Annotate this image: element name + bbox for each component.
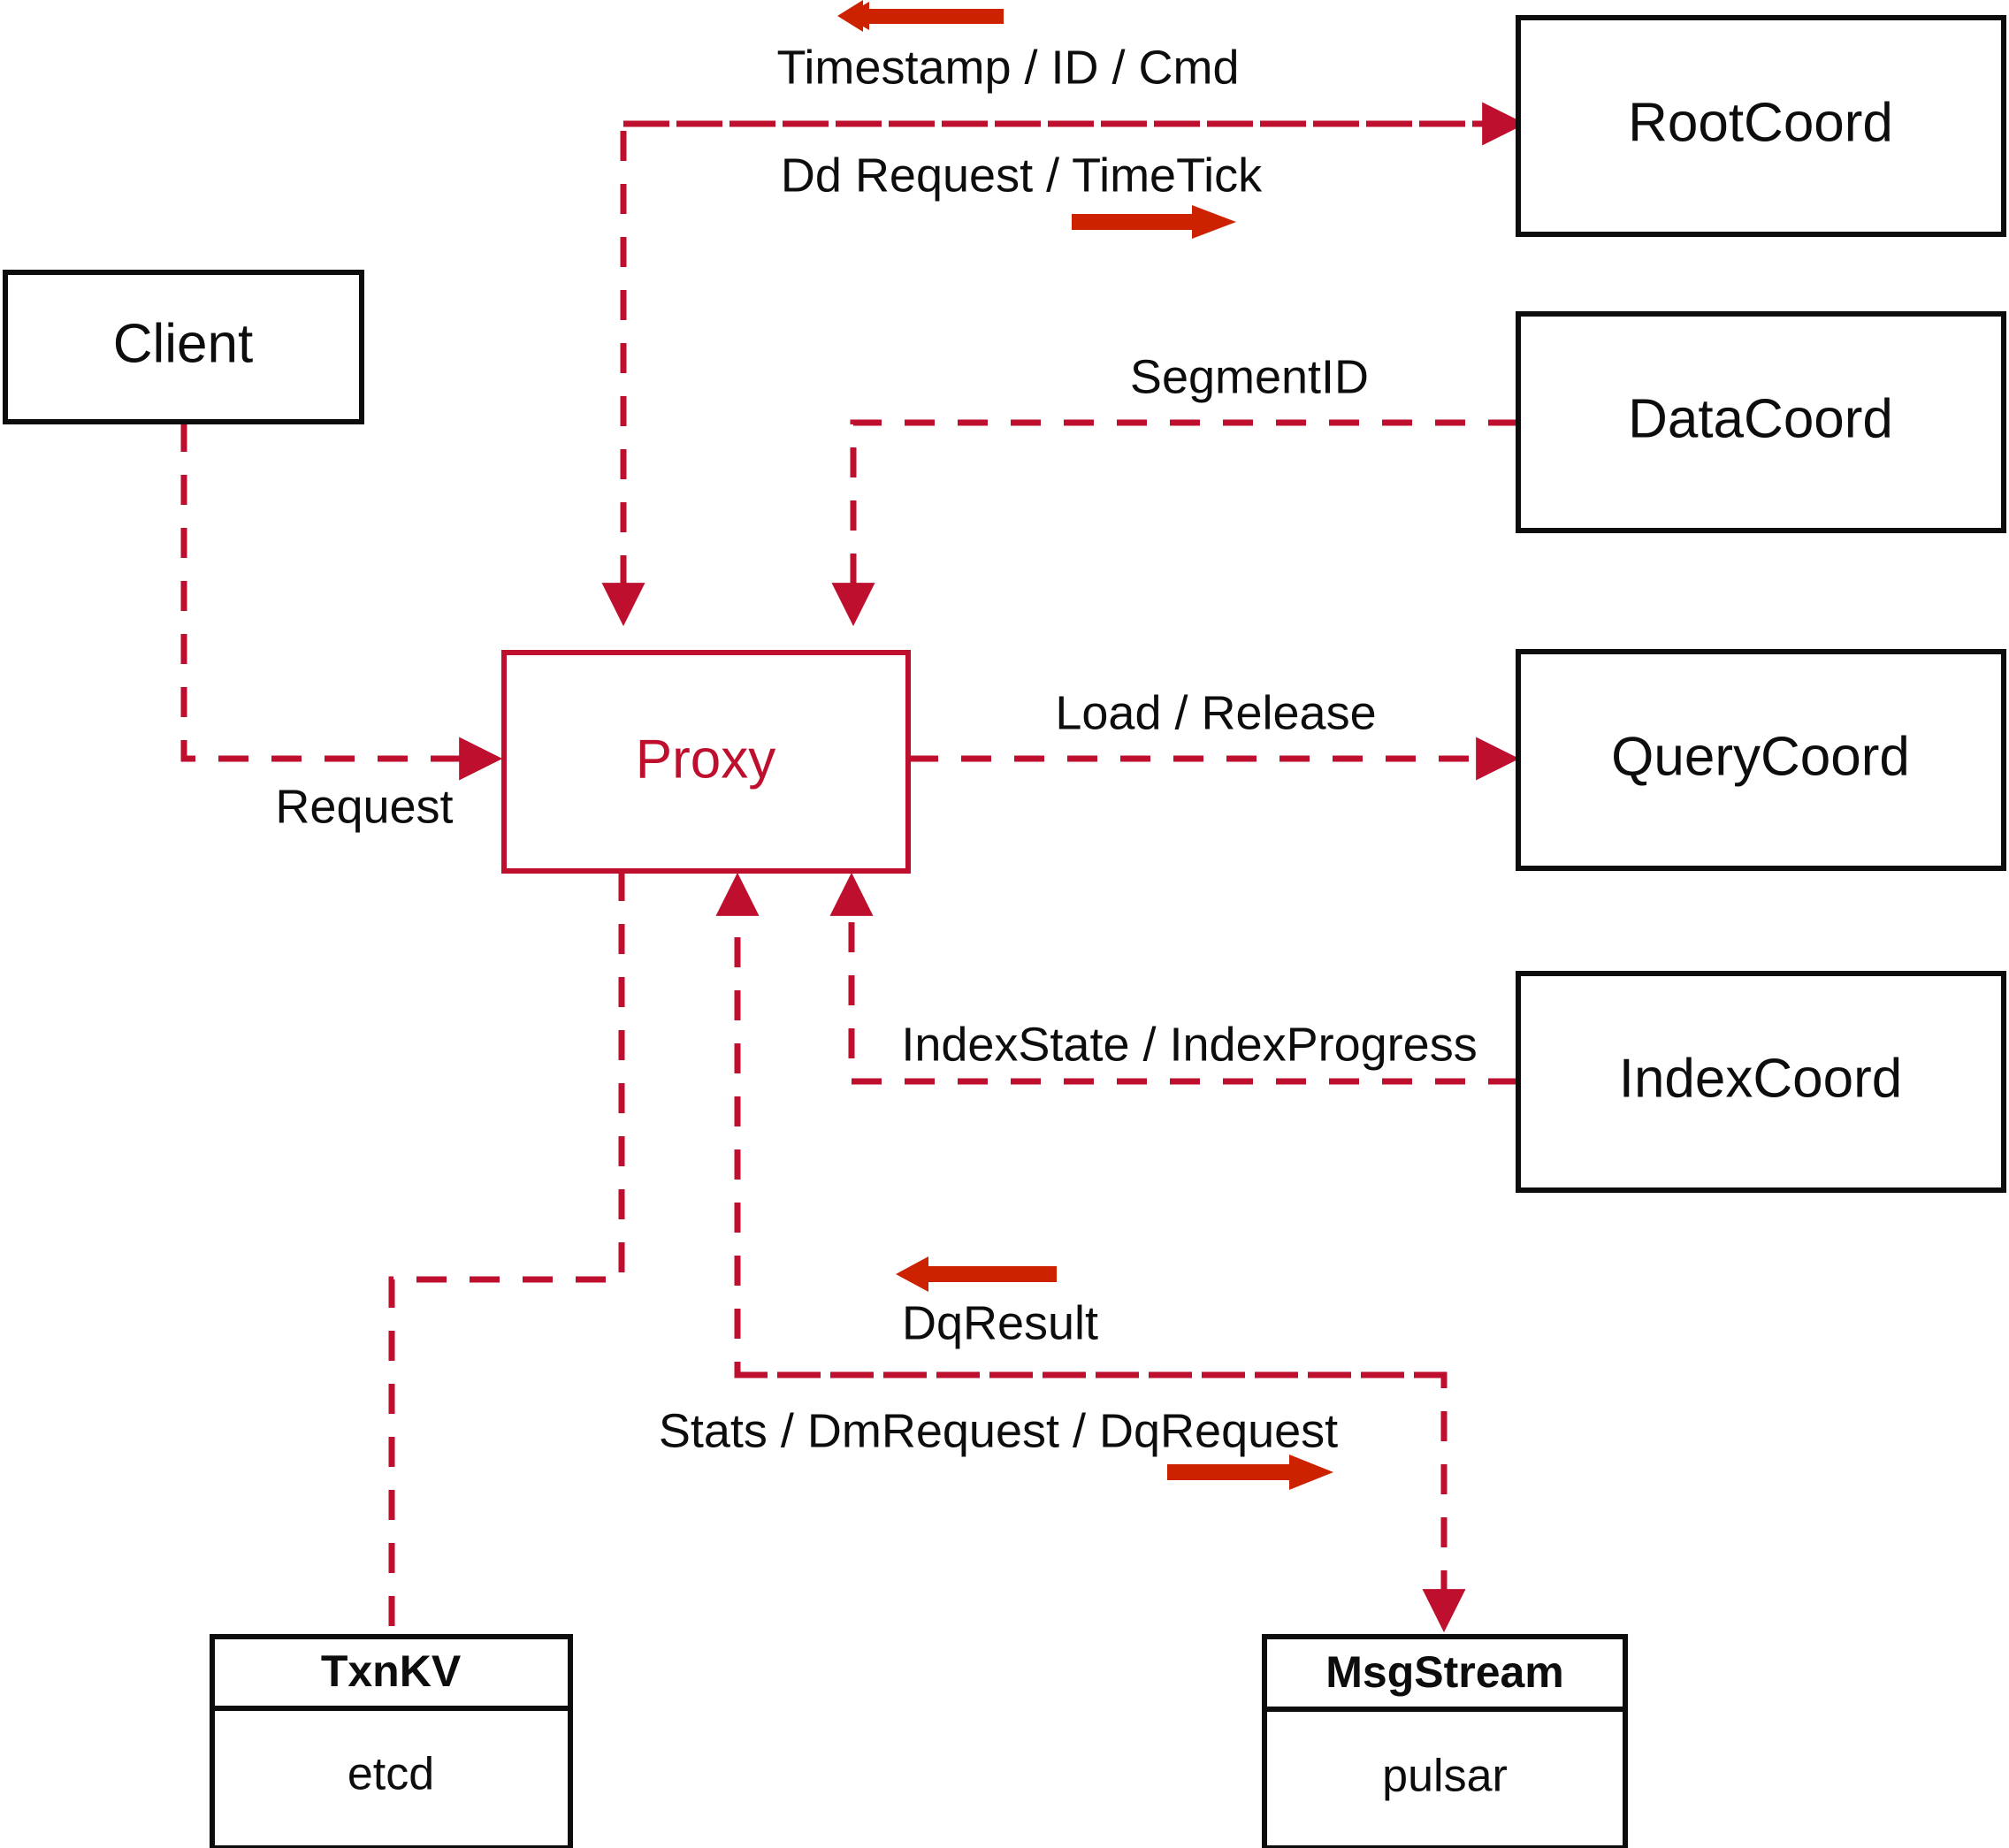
edge-client-to-proxy <box>180 422 503 781</box>
msgstream-title: MsgStream <box>1325 1647 1564 1697</box>
direction-arrow-right-bottom <box>1167 1455 1333 1490</box>
edge-label-timestamp-id-cmd: Timestamp / ID / Cmd <box>776 41 1239 94</box>
datacoord-label: DataCoord <box>1628 388 1893 449</box>
edge-label-index-state-progress: IndexState / IndexProgress <box>901 1018 1477 1071</box>
indexcoord-box <box>1516 971 2006 1193</box>
txnkv-subtitle: etcd <box>348 1749 434 1800</box>
direction-arrow-left-bottom <box>896 1256 1057 1292</box>
edge-label-request: Request <box>275 780 453 833</box>
client-box <box>3 270 364 424</box>
querycoord-label: QueryCoord <box>1611 726 1910 787</box>
edge-label-stats-dm-dq-request: Stats / DmRequest / DqRequest <box>659 1404 1338 1457</box>
node-proxy[interactable]: Proxy <box>501 650 911 874</box>
querycoord-box <box>1516 649 2006 871</box>
direction-arrow-right-top <box>1072 205 1236 239</box>
direction-arrow-left-top <box>837 0 1004 32</box>
client-label: Client <box>113 313 254 374</box>
edge-datacoord-to-proxy <box>831 419 1518 627</box>
edge-rootcoord-to-proxy <box>601 120 1518 627</box>
node-datacoord[interactable]: DataCoord <box>1516 311 2006 533</box>
edge-proxy-to-txnkv <box>388 871 625 1637</box>
rootcoord-label: RootCoord <box>1628 92 1893 153</box>
txnkv-title: TxnKV <box>321 1646 462 1696</box>
indexcoord-label: IndexCoord <box>1619 1048 1903 1109</box>
msgstream-subtitle: pulsar <box>1382 1751 1508 1802</box>
node-client[interactable]: Client <box>3 270 364 424</box>
edge-label-dq-result: DqResult <box>902 1296 1098 1349</box>
node-txnkv[interactable]: TxnKV etcd <box>210 1634 573 1848</box>
proxy-label: Proxy <box>636 729 775 790</box>
datacoord-box <box>1516 311 2006 533</box>
proxy-box <box>501 650 911 874</box>
node-querycoord[interactable]: QueryCoord <box>1516 649 2006 871</box>
edge-indexcoord-to-proxy <box>829 872 1518 1085</box>
rootcoord-box <box>1516 15 2006 237</box>
edge-label-load-release: Load / Release <box>1055 686 1376 739</box>
txnkv-box <box>210 1634 573 1848</box>
msgstream-box <box>1262 1634 1628 1848</box>
edge-label-dd-request-timetick: Dd Request / TimeTick <box>781 149 1263 202</box>
node-msgstream[interactable]: MsgStream pulsar <box>1262 1634 1628 1848</box>
edge-proxy-to-msgstream <box>737 1371 1466 1633</box>
node-rootcoord[interactable]: RootCoord <box>1516 15 2006 237</box>
edge-label-segment-id: SegmentID <box>1130 350 1369 403</box>
node-indexcoord[interactable]: IndexCoord <box>1516 971 2006 1193</box>
